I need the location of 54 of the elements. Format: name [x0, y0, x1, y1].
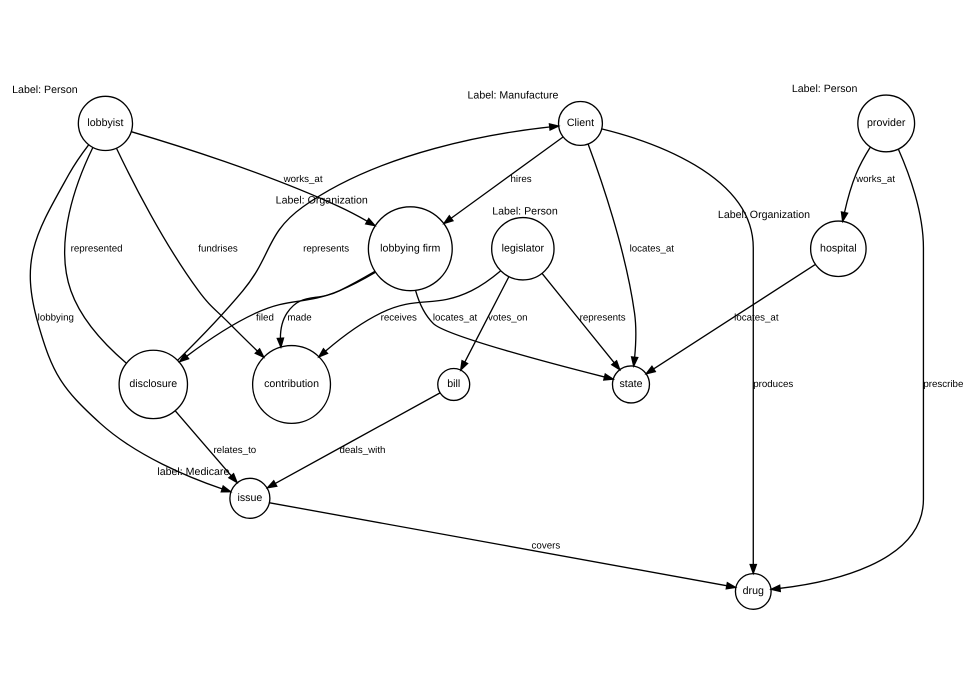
- node-circle: lobbying firm: [368, 206, 453, 291]
- node-label: Label: Person: [792, 82, 858, 95]
- arrow: [415, 290, 616, 380]
- connector: [64, 146, 127, 363]
- edge-label: relates_to: [213, 444, 256, 456]
- node-circle: state: [612, 364, 650, 404]
- node-label: Label: Person: [492, 205, 558, 218]
- node-circle: Client: [558, 100, 604, 146]
- arrow: [270, 502, 738, 590]
- edge-label: votes_on: [488, 312, 528, 324]
- arrow: [587, 143, 639, 368]
- edge-label: works_at: [284, 173, 323, 184]
- edge-label: prescribe: [923, 378, 964, 390]
- arrow: [644, 263, 816, 374]
- arrow: [178, 271, 376, 362]
- edge-label: fundrises: [198, 242, 238, 254]
- node-circle: lobbyist: [78, 95, 134, 151]
- node-circle: provider: [857, 94, 916, 152]
- edge-label: represented: [70, 242, 123, 254]
- node-circle: issue: [229, 477, 271, 518]
- arrow: [460, 276, 510, 372]
- arrow: [131, 130, 377, 226]
- arrow: [442, 136, 564, 224]
- node-label: Label: Manufacture: [468, 89, 558, 102]
- node-circle: drug: [734, 572, 772, 610]
- arrow: [276, 270, 376, 349]
- arrow: [116, 148, 266, 358]
- arrow: [769, 148, 924, 592]
- edge-label: works_at: [856, 173, 896, 184]
- node-circle: contribution: [252, 344, 332, 424]
- edge-label: covers: [532, 540, 560, 551]
- edge-label: locates_at: [630, 242, 674, 254]
- arrow: [542, 272, 622, 371]
- node-label: Label: Organization: [718, 208, 810, 220]
- node-label: Label: Person: [12, 84, 78, 96]
- arrow: [317, 270, 502, 358]
- node-circle: legislator: [491, 216, 555, 280]
- edge-label: hires: [510, 173, 532, 184]
- node-circle: bill: [437, 367, 470, 401]
- edge-label: deals_with: [339, 444, 386, 456]
- arrow: [266, 392, 440, 488]
- edge-label: represents: [580, 312, 626, 324]
- edge-label: lobbying: [38, 312, 74, 324]
- arrow: [840, 146, 871, 223]
- edge-label: represents: [303, 242, 350, 254]
- arrow: [177, 122, 561, 360]
- arrow: [601, 128, 758, 575]
- edge-label: receives: [380, 312, 417, 324]
- edge-label: filed: [256, 312, 274, 324]
- edge-label: made: [287, 312, 312, 324]
- arrow: [30, 144, 233, 492]
- node-circle: disclosure: [118, 349, 188, 419]
- edge-label: locates_at: [432, 312, 478, 324]
- node-circle: hospital: [810, 220, 867, 277]
